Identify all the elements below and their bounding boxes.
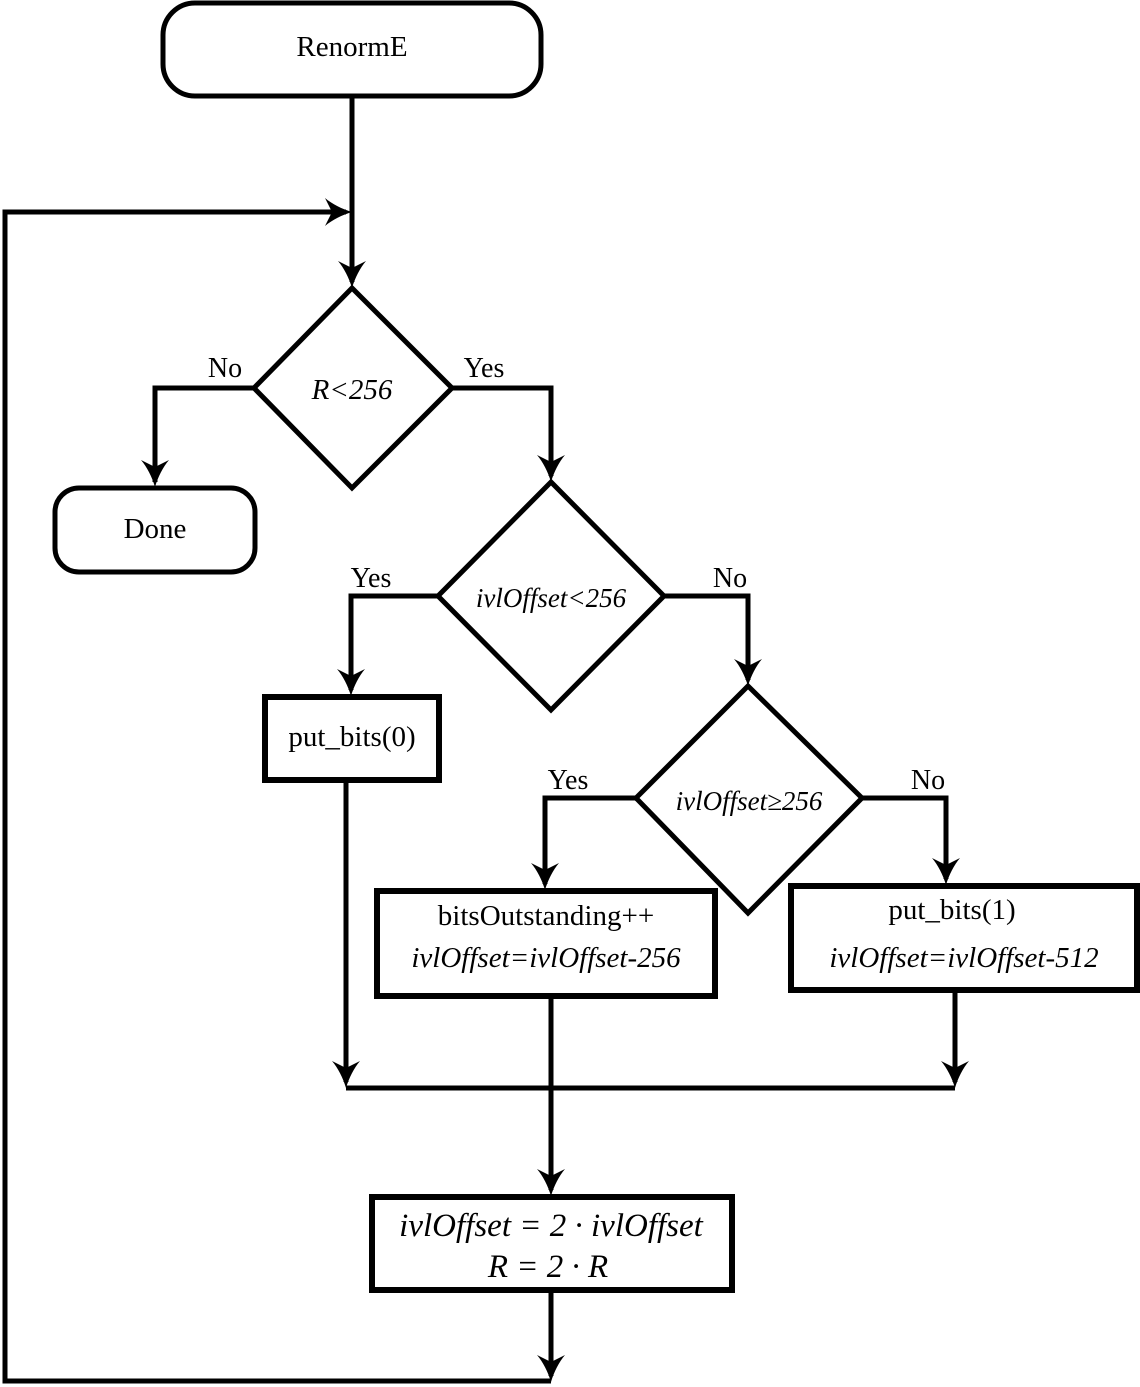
decision-high-label: ivlOffset≥256 [676, 786, 823, 816]
edge-loop-back [2, 209, 551, 1384]
decision-low-label: ivlOffset<256 [476, 583, 627, 613]
process-put-bits-0: put_bits(0) [262, 694, 442, 783]
process-double: ivlOffset = 2 · ivlOffset R = 2 · R [369, 1194, 735, 1293]
label-low-yes: Yes [351, 563, 392, 594]
label-r-yes: Yes [464, 353, 505, 384]
decision-r-lt-256: R<256 [250, 284, 456, 492]
double-line2: R = 2 · R [487, 1249, 608, 1285]
edge-low-yes [348, 593, 438, 690]
put1-line1: put_bits(1) [888, 894, 1015, 926]
decision-offset-ge-256: ivlOffset≥256 [632, 682, 866, 917]
process-put-bits-1: put_bits(1) ivlOffset=ivlOffset-512 [788, 883, 1140, 993]
outstanding-line2: ivlOffset=ivlOffset-256 [411, 942, 681, 974]
done-terminal: Done [52, 485, 258, 575]
edge-low-no [664, 593, 751, 680]
label-low-no: No [713, 563, 747, 594]
put1-line2: ivlOffset=ivlOffset-512 [829, 942, 1098, 974]
decision-r-label: R<256 [311, 374, 393, 406]
edge-high-yes [542, 795, 636, 884]
edge-high-no [862, 795, 949, 879]
start-terminal: RenormE [160, 0, 544, 99]
label-high-yes: Yes [548, 765, 589, 796]
start-label: RenormE [296, 31, 407, 63]
decision-offset-lt-256: ivlOffset<256 [434, 478, 668, 714]
process-bits-outstanding: bitsOutstanding++ ivlOffset=ivlOffset-25… [374, 888, 718, 999]
put0-label: put_bits(0) [288, 721, 415, 753]
label-high-no: No [911, 765, 945, 796]
edge-r-no [152, 385, 254, 482]
edge-r-yes [452, 385, 554, 476]
done-label: Done [124, 513, 187, 545]
label-r-no: No [208, 353, 242, 384]
double-line1: ivlOffset = 2 · ivlOffset [399, 1208, 703, 1244]
outstanding-line1: bitsOutstanding++ [438, 900, 654, 932]
